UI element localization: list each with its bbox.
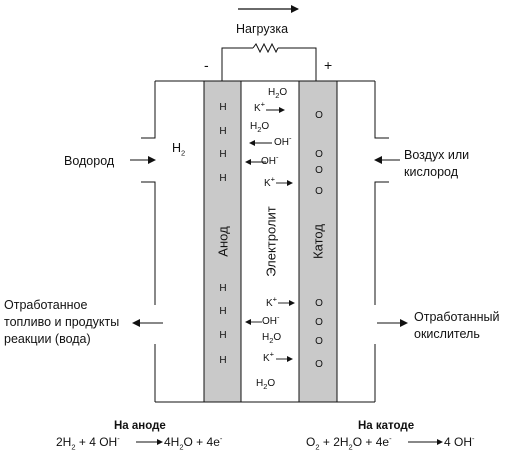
left-chamber-wall-top — [141, 81, 156, 139]
potassium-ion: K+ — [254, 99, 266, 114]
load-circuit-wire — [221, 47, 253, 81]
cathode-o-atom: O — [315, 149, 323, 160]
anode-h-atom: H — [219, 173, 227, 184]
cathode-o-atom: O — [315, 359, 323, 370]
hydroxide-ion: OH- — [262, 312, 280, 327]
electrolyte-layer-label: Электролит — [263, 206, 279, 277]
anode-h-atom: H — [219, 126, 227, 137]
water-molecule: H2O — [250, 121, 270, 134]
potassium-ion: K+ — [264, 174, 276, 189]
fuel-exhaust-label-line3: реакции (вода) — [4, 332, 91, 346]
hydrogen-gas-formula: H2 — [172, 141, 186, 158]
air-inlet-label-line2: кислород — [404, 165, 459, 179]
anode-h-atom: H — [219, 102, 227, 113]
cathode-o-atom: O — [315, 186, 323, 197]
anode-reaction-title: На аноде — [114, 420, 166, 432]
water-molecule: H2O — [268, 87, 288, 100]
cathode-o-atom: O — [315, 336, 323, 347]
right-chamber-wall-mid — [374, 181, 389, 305]
potassium-ion: K+ — [266, 294, 278, 309]
cathode-reaction-title: На катоде — [358, 420, 415, 432]
air-inlet-label-line1: Воздух или — [404, 148, 470, 162]
anode-h-atom: H — [219, 306, 227, 317]
water-molecule: H2O — [262, 332, 282, 345]
cathode-layer-label: Катод — [310, 224, 326, 259]
anode-h-atom: H — [219, 355, 227, 366]
anode-h-atom: H — [219, 330, 227, 341]
left-chamber-wall-mid — [141, 181, 156, 305]
oxidant-exhaust-label-line1: Отработанный — [414, 310, 500, 324]
oxidant-exhaust-label-line2: окислитель — [414, 327, 480, 341]
anode-terminal-minus: - — [204, 57, 209, 73]
hydrogen-inlet-label: Водород — [64, 154, 115, 168]
anode-reaction-rhs: 4H2O + 4e- — [164, 434, 223, 452]
cathode-reaction-lhs: O2 + 2H2O + 4e- — [306, 434, 392, 452]
load-circuit-wire-right — [278, 47, 317, 81]
anode-h-atom: H — [219, 283, 227, 294]
right-chamber-wall-top — [374, 81, 389, 139]
hydroxide-ion: OH- — [274, 133, 292, 148]
cathode-o-atom: O — [315, 165, 323, 176]
anode-layer-label: Анод — [215, 226, 231, 257]
cathode-o-atom: O — [315, 110, 323, 121]
hydroxide-ion: OH- — [261, 152, 279, 167]
cathode-layer — [298, 80, 338, 403]
potassium-ion: K+ — [263, 349, 275, 364]
cathode-reaction-rhs: 4 OH- — [444, 434, 475, 449]
anode-h-atom: H — [219, 149, 227, 160]
fuel-exhaust-label-line1: Отработанное — [4, 298, 88, 312]
water-molecule: H2O — [256, 378, 276, 391]
cathode-o-atom: O — [315, 317, 323, 328]
anode-reaction-lhs: 2H2 + 4 OH- — [56, 434, 120, 452]
cathode-o-atom: O — [315, 298, 323, 309]
load-label: Нагрузка — [236, 22, 289, 36]
fuel-exhaust-label-line2: топливо и продукты — [4, 315, 120, 329]
cathode-terminal-plus: + — [324, 57, 333, 73]
resistor-icon — [252, 42, 279, 54]
